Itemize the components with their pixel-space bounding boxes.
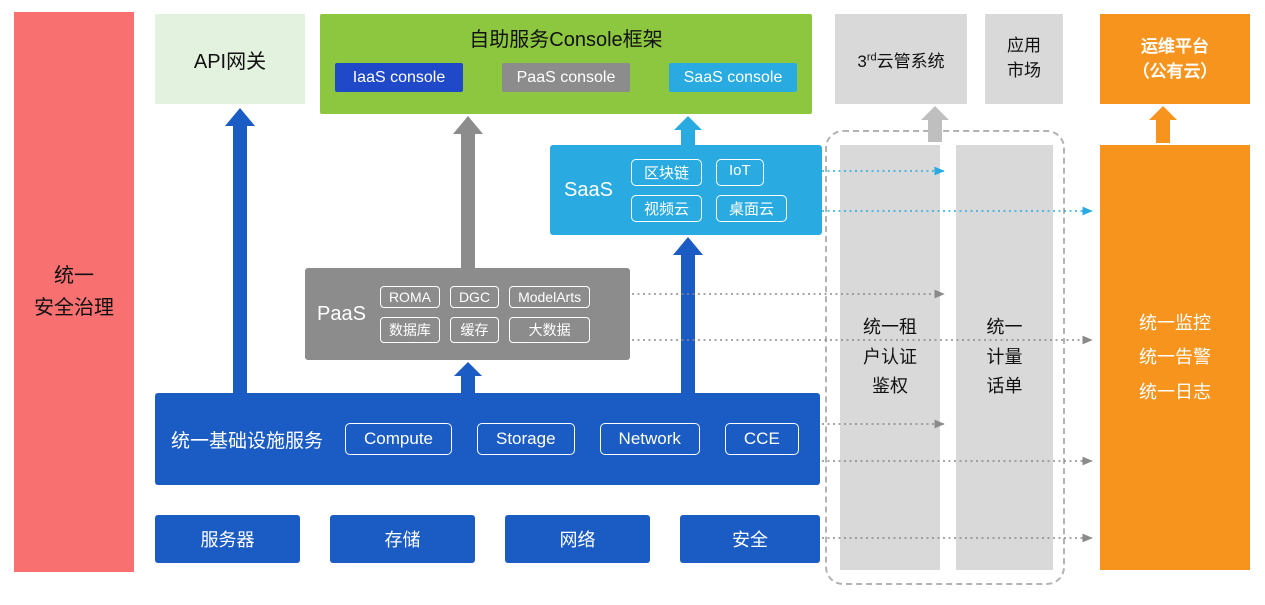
arrow-infra-to-api-gateway [225, 108, 255, 393]
saas-item-grid: 区块链 IoT 视频云 桌面云 [630, 158, 787, 222]
hardware-server-box: 服务器 [155, 515, 300, 563]
arrow-monitor-to-om-platform [1149, 106, 1177, 143]
hardware-storage-box: 存储 [330, 515, 475, 563]
infrastructure-layer-label: 统一基础设施服务 [171, 430, 324, 452]
iaas-console-badge: IaaS console [335, 63, 463, 92]
saas-item: IoT [715, 158, 764, 186]
arrow-saas-to-console [674, 116, 702, 145]
app-market-box: 应用 市场 [985, 14, 1063, 104]
saas-item: 区块链 [630, 158, 702, 186]
paas-layer-label: PaaS [317, 302, 366, 325]
infrastructure-item: Network [599, 423, 700, 455]
paas-console-badge: PaaS console [502, 63, 630, 92]
hardware-security-box: 安全 [680, 515, 820, 563]
paas-item: 数据库 [379, 316, 440, 343]
paas-item: ROMA [379, 285, 440, 308]
saas-item: 桌面云 [715, 194, 787, 222]
api-gateway-box: API网关 [155, 14, 305, 104]
console-framework-title: 自助服务Console框架 [469, 29, 663, 51]
saas-item: 视频云 [630, 194, 702, 222]
unified-tenant-auth-bar: 统一租 户认证 鉴权 [840, 145, 940, 570]
hardware-network-box: 网络 [505, 515, 650, 563]
arrow-infra-to-saas [673, 237, 703, 393]
paas-item: 缓存 [449, 316, 500, 343]
saas-console-badge: SaaS console [669, 63, 797, 92]
console-framework-box: 自助服务Console框架 IaaS console PaaS console … [320, 14, 812, 114]
unified-monitoring-bar: 统一监控 统一告警 统一日志 [1100, 145, 1250, 570]
paas-layer-box: PaaS ROMA DGC ModelArts 数据库 缓存 大数据 [305, 268, 630, 360]
saas-layer-box: SaaS 区块链 IoT 视频云 桌面云 [550, 145, 822, 235]
arrow-infra-to-paas [454, 362, 482, 393]
paas-item: ModelArts [509, 285, 591, 308]
infrastructure-item: Compute [345, 423, 452, 455]
unified-metering-bar: 统一 计量 话单 [956, 145, 1053, 570]
saas-layer-label: SaaS [564, 178, 613, 201]
paas-item-grid: ROMA DGC ModelArts 数据库 缓存 大数据 [379, 285, 591, 343]
third-party-cloud-mgmt-label: 3rd云管系统 [857, 50, 945, 71]
unified-security-governance-bar: 统一 安全治理 [14, 12, 134, 572]
infrastructure-item-row: Compute Storage Network CCE [345, 423, 799, 455]
paas-item: 大数据 [509, 316, 591, 343]
third-party-cloud-mgmt-box: 3rd云管系统 [835, 14, 967, 104]
paas-item: DGC [449, 285, 500, 308]
om-platform-box: 运维平台 （公有云） [1100, 14, 1250, 104]
infrastructure-item: Storage [477, 423, 575, 455]
infrastructure-item: CCE [724, 423, 799, 455]
arrow-paas-to-console [453, 116, 483, 268]
infrastructure-layer-box: 统一基础设施服务 Compute Storage Network CCE [155, 393, 820, 485]
console-button-row: IaaS console PaaS console SaaS console [320, 52, 812, 92]
